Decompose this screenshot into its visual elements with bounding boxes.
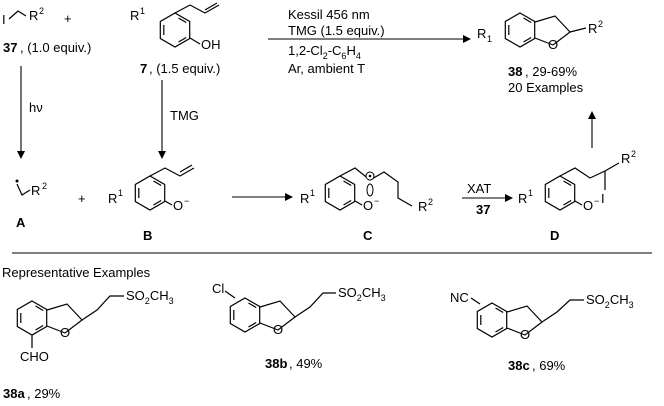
compound-37-equiv: , (1.0 equiv.) xyxy=(20,40,91,55)
svg-text:R: R xyxy=(477,26,486,41)
svg-text:SO2CH3: SO2CH3 xyxy=(338,285,386,303)
svg-text:2: 2 xyxy=(598,19,603,29)
svg-text:Ar, ambient T: Ar, ambient T xyxy=(288,61,365,76)
svg-text:I: I xyxy=(601,191,605,206)
svg-text:O: O xyxy=(173,198,183,213)
svg-text:NC: NC xyxy=(450,290,469,305)
example-38b: Cl O SO2CH3 38b , 49% xyxy=(212,281,386,371)
svg-text:38b: 38b xyxy=(265,356,287,371)
r1-superscript: 1 xyxy=(140,6,145,16)
hv-label: hν xyxy=(29,100,43,115)
svg-text:1,2-Cl2-C6H4: 1,2-Cl2-C6H4 xyxy=(288,43,361,61)
svg-text:R: R xyxy=(418,199,427,214)
svg-text:20 Examples: 20 Examples xyxy=(508,80,584,95)
svg-text:R: R xyxy=(300,191,309,206)
compound-37-number: 37 xyxy=(3,40,17,55)
svg-text:D: D xyxy=(550,228,559,243)
r1-group: R xyxy=(130,8,139,23)
svg-text:2: 2 xyxy=(428,197,433,207)
svg-text:R: R xyxy=(31,183,40,198)
xat-label: XAT xyxy=(467,181,491,196)
alkyl-iodide-37: I R 2 + 37 , (1.0 equiv.) xyxy=(2,6,91,55)
svg-text:−: − xyxy=(184,196,189,206)
svg-text:, 29-69%: , 29-69% xyxy=(525,64,577,79)
svg-text:38a: 38a xyxy=(3,386,25,401)
ring-oxygen: O xyxy=(548,37,558,52)
svg-text:2: 2 xyxy=(42,181,47,191)
radical-anion-C: R 1 O − R 2 C xyxy=(300,167,433,243)
alkyl-chain-bond xyxy=(8,10,27,20)
iodine-atom: I xyxy=(2,12,6,27)
reaction-conditions: Kessil 456 nm TMG (1.5 equiv.) 1,2-Cl2-C… xyxy=(288,7,385,76)
phenolate-B: R 1 O − B xyxy=(108,164,195,243)
radical-A: R 2 A + xyxy=(15,179,86,230)
allyl-chain xyxy=(174,4,220,14)
svg-text:CHO: CHO xyxy=(20,349,49,364)
svg-text:C: C xyxy=(363,228,373,243)
svg-text:R: R xyxy=(621,151,630,166)
compound-7-number: 7 xyxy=(140,61,147,76)
svg-text:O: O xyxy=(583,198,593,213)
svg-text:Cl: Cl xyxy=(212,281,224,296)
hydroxyl-group: OH xyxy=(201,37,221,52)
example-38c: NC O SO2CH3 38c , 69% xyxy=(450,290,634,373)
svg-text:1: 1 xyxy=(310,188,315,198)
svg-text:−: − xyxy=(374,196,379,206)
tmg-label: TMG xyxy=(170,108,199,123)
svg-text:, 29%: , 29% xyxy=(27,386,61,401)
svg-text:R: R xyxy=(588,21,597,36)
r2-group: R xyxy=(29,8,38,23)
svg-text:2: 2 xyxy=(631,149,636,159)
svg-text:38: 38 xyxy=(508,64,522,79)
svg-text:SO2CH3: SO2CH3 xyxy=(126,288,174,306)
svg-text:SO2CH3: SO2CH3 xyxy=(586,292,634,310)
svg-text:1: 1 xyxy=(487,34,492,44)
example-38a: O SO2CH3 CHO 38a , 29% xyxy=(3,288,174,401)
svg-text:+: + xyxy=(78,191,86,206)
svg-text:R: R xyxy=(518,191,527,206)
svg-text:O: O xyxy=(363,198,373,213)
svg-text:Kessil 456 nm: Kessil 456 nm xyxy=(288,7,370,22)
compound-7-equiv: , (1.5 equiv.) xyxy=(149,61,220,76)
svg-text:O: O xyxy=(520,327,530,342)
svg-text:O: O xyxy=(60,325,70,340)
allylphenol-7: R 1 OH 7 , (1.5 equiv.) xyxy=(130,2,221,76)
r2-superscript: 2 xyxy=(39,6,44,16)
examples-heading: Representative Examples xyxy=(2,265,151,280)
svg-text:A: A xyxy=(16,215,26,230)
xat-reagent-number: 37 xyxy=(476,202,490,217)
svg-text:1: 1 xyxy=(118,188,123,198)
svg-text:, 69%: , 69% xyxy=(532,358,566,373)
plus-sign: + xyxy=(64,11,72,26)
svg-text:38c: 38c xyxy=(508,358,530,373)
dihydrobenzofuran-38: O R 2 R 1 38 , 29-69% 20 Examples xyxy=(477,12,603,95)
svg-text:TMG (1.5 equiv.): TMG (1.5 equiv.) xyxy=(288,23,385,38)
svg-text:B: B xyxy=(143,228,152,243)
svg-text:−: − xyxy=(594,196,599,206)
svg-text:O: O xyxy=(273,322,283,337)
svg-text:1: 1 xyxy=(528,188,533,198)
alkyl-iodide-D: R 1 I R 2 O − D xyxy=(518,149,636,243)
svg-text:R: R xyxy=(108,191,117,206)
svg-text:, 49%: , 49% xyxy=(289,356,323,371)
